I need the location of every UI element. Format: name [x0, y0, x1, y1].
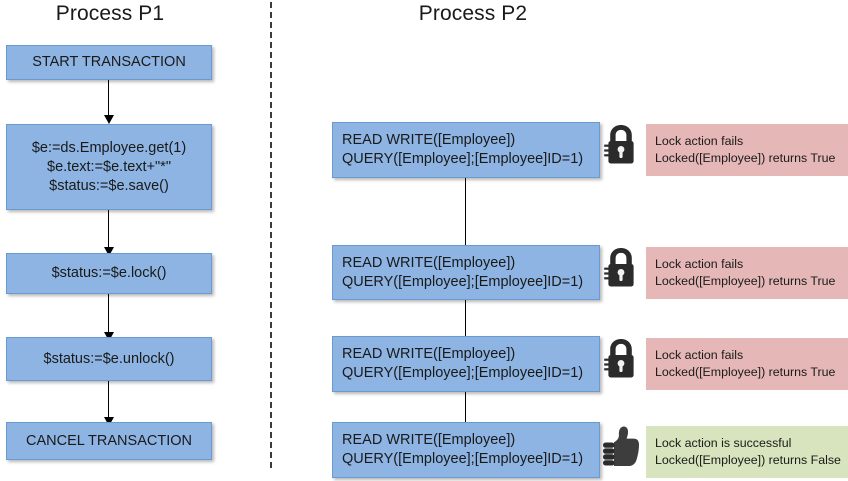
p1-step-lock[interactable]: $status:=$e.lock() [6, 253, 212, 294]
p1-arrow-2 [103, 210, 114, 256]
p2-callout-1-line-0: Lock action fails [655, 134, 744, 148]
p1-step-get-modify-save-line-1: $e.text:=$e.text+"*" [47, 158, 171, 175]
p2-callout-3: Lock action fails Locked([Employee]) ret… [646, 338, 848, 390]
p1-arrow-3 [103, 294, 114, 341]
p2-step-4-line-1: QUERY([Employee];[Employee]ID=1) [342, 451, 584, 467]
p1-step-lock-line-0: $status:=$e.lock() [51, 265, 167, 281]
p2-step-4-line-0: READ WRITE([Employee]) [342, 432, 516, 448]
p1-step-unlock-line-0: $status:=$e.unlock() [43, 350, 175, 367]
p1-step-cancel-transaction-line-0: CANCEL TRANSACTION [26, 432, 192, 449]
p2-callout-2-line-0: Lock action fails [655, 257, 744, 271]
lock-closed-icon [603, 245, 639, 290]
process-p1-title: Process P1 [55, 2, 165, 25]
p2-callout-2: Lock action fails Locked([Employee]) ret… [646, 247, 848, 299]
p2-arrow-2 [460, 300, 471, 345]
p2-arrow-3 [460, 392, 471, 431]
p2-callout-1: Lock action fails Locked([Employee]) ret… [646, 124, 848, 176]
p1-step-start-transaction-line-0: START TRANSACTION [32, 54, 186, 70]
p1-step-get-modify-save-line-0: $e:=ds.Employee.get(1) [31, 139, 187, 156]
p2-callout-3-line-0: Lock action fails [655, 348, 744, 362]
p2-callout-4-line-0: Lock action is successful [655, 436, 792, 450]
p2-callout-1-line-1: Locked([Employee]) returns True [655, 151, 836, 165]
p1-step-unlock[interactable]: $status:=$e.unlock() [6, 337, 212, 381]
p2-step-1-line-0: READ WRITE([Employee]) [342, 132, 516, 148]
p2-step-read-write-query-4[interactable]: READ WRITE([Employee]) QUERY([Employee];… [332, 422, 600, 478]
process-p2-title: Process P2 [418, 2, 528, 25]
p2-step-2-line-0: READ WRITE([Employee]) [342, 254, 516, 271]
p2-callout-4: Lock action is successful Locked([Employ… [646, 426, 848, 478]
p2-step-read-write-query-3[interactable]: READ WRITE([Employee]) QUERY([Employee];… [332, 336, 600, 392]
p1-step-get-modify-save-line-2: $status:=$e.save() [49, 177, 169, 194]
p2-step-3-line-0: READ WRITE([Employee]) [342, 346, 516, 362]
lock-closed-icon [603, 122, 639, 167]
p1-step-cancel-transaction[interactable]: CANCEL TRANSACTION [6, 422, 212, 460]
thumbs-up-icon [601, 424, 643, 472]
p2-arrow-1 [460, 178, 471, 254]
p2-step-1-line-1: QUERY([Employee];[Employee]ID=1) [342, 151, 584, 167]
lock-closed-icon [603, 336, 639, 381]
p2-callout-4-line-1: Locked([Employee]) returns False [655, 453, 841, 467]
p2-callout-3-line-1: Locked([Employee]) returns True [655, 365, 836, 379]
p2-step-3-line-1: QUERY([Employee];[Employee]ID=1) [342, 365, 584, 381]
p2-step-2-line-1: QUERY([Employee];[Employee]ID=1) [342, 273, 584, 290]
p2-step-read-write-query-1[interactable]: READ WRITE([Employee]) QUERY([Employee];… [332, 122, 600, 178]
p1-arrow-1 [103, 80, 114, 124]
p1-step-get-modify-save[interactable]: $e:=ds.Employee.get(1) $e.text:=$e.text+… [6, 124, 212, 210]
p2-callout-2-line-1: Locked([Employee]) returns True [655, 274, 836, 288]
p1-step-start-transaction[interactable]: START TRANSACTION [6, 45, 212, 80]
process-divider [270, 2, 272, 468]
p2-step-read-write-query-2[interactable]: READ WRITE([Employee]) QUERY([Employee];… [332, 245, 600, 300]
p1-arrow-4 [103, 381, 114, 426]
